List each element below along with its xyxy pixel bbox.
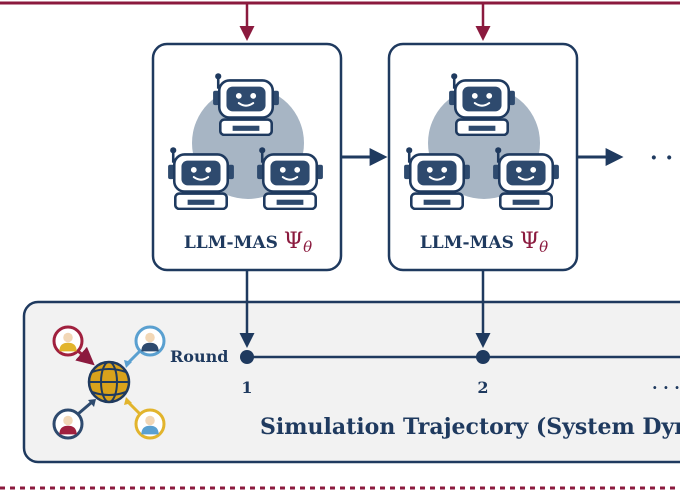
robot-icon xyxy=(402,145,472,210)
round-label: Round xyxy=(170,347,228,366)
mas-label: LLM-MAS Ψθ xyxy=(184,229,312,256)
robot-icon xyxy=(166,145,236,210)
continuation-dots: · · xyxy=(650,145,673,171)
robot-icon xyxy=(491,145,561,210)
feedback-rail xyxy=(0,1,680,41)
robot-icon xyxy=(211,71,281,136)
trajectory-panel: Round 1 2 · · · Simulation Trajectory (S… xyxy=(22,300,680,464)
globe-icon xyxy=(87,360,131,404)
robot-icon xyxy=(447,71,517,136)
trajectory-title: Simulation Trajectory (System Dyna xyxy=(260,414,680,440)
round-tick-2: 2 xyxy=(477,378,488,397)
mas-block-1: LLM-MAS Ψθ xyxy=(151,42,343,272)
round-marker-2 xyxy=(476,350,490,364)
mas-block-2: LLM-MAS Ψθ xyxy=(387,42,579,272)
agent-cluster xyxy=(52,325,166,440)
round-tick-1: 1 xyxy=(241,378,252,397)
round-marker-1 xyxy=(240,350,254,364)
round-ellipsis: · · · xyxy=(652,378,680,397)
robot-icon xyxy=(255,145,325,210)
mas-label: LLM-MAS Ψθ xyxy=(420,229,548,256)
